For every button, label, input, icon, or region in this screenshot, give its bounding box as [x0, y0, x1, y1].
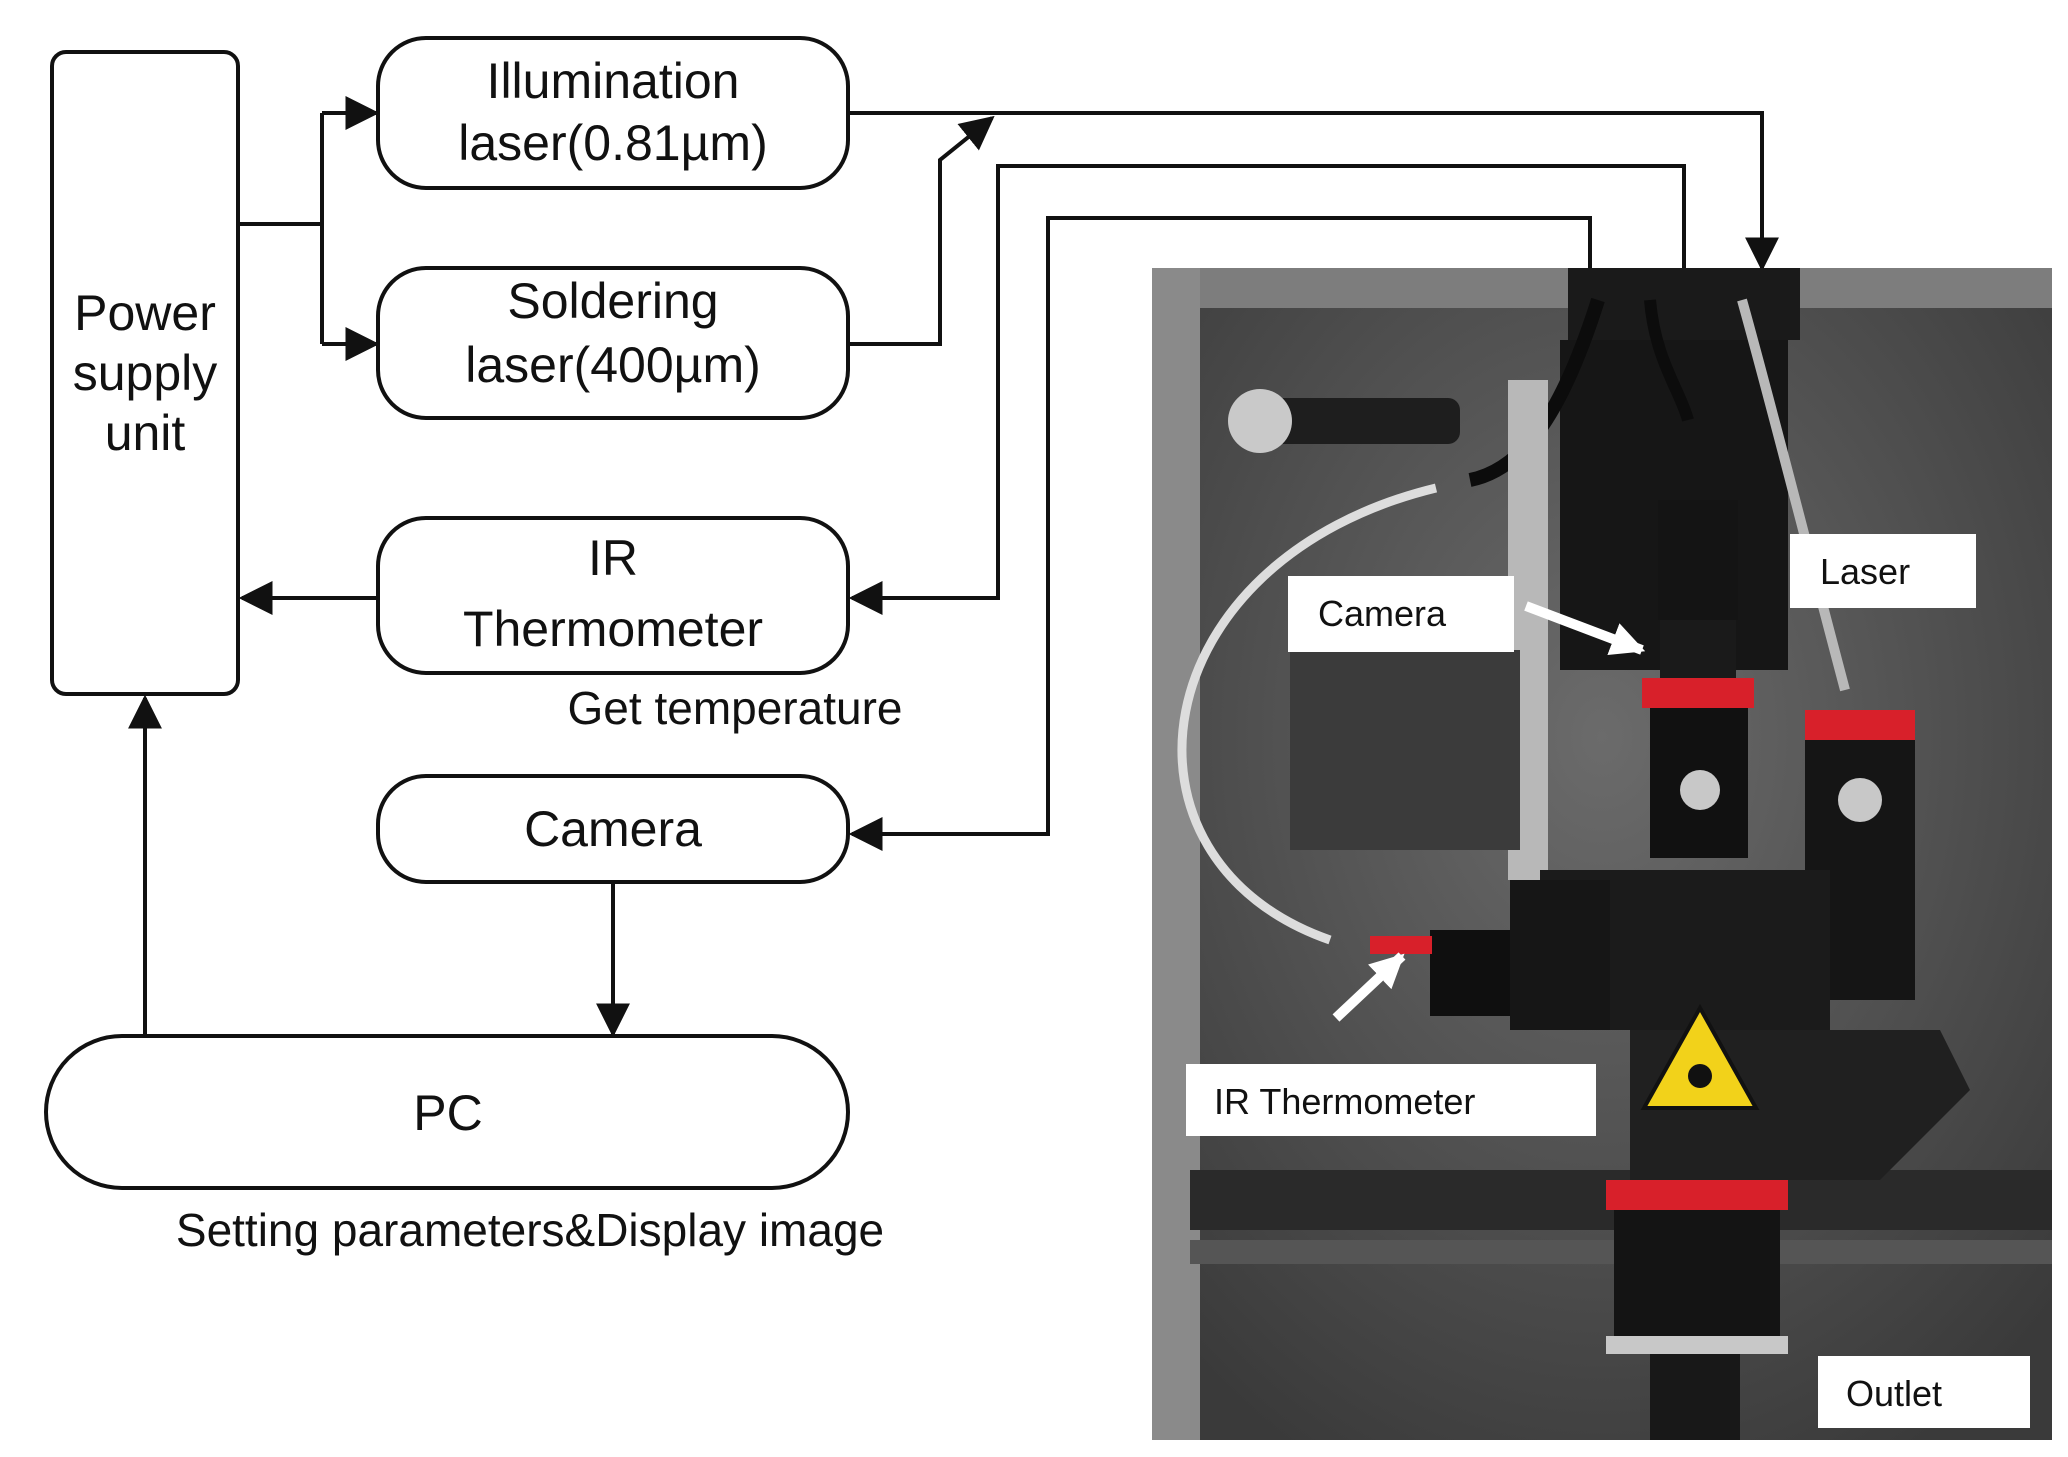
- pc-block-label: PC: [413, 1085, 482, 1141]
- camera-block-label: Camera: [524, 801, 702, 857]
- side-knob: [1228, 389, 1292, 453]
- photo-label-laser: Laser: [1790, 534, 1976, 608]
- outlet-rim: [1606, 1336, 1788, 1354]
- ir-thermometer-pointer-arrow: [1332, 952, 1406, 1022]
- outlet-nozzle: [1614, 1210, 1780, 1336]
- laser-red-cap: [1805, 710, 1915, 740]
- photo-label-camera-text: Camera: [1318, 593, 1447, 634]
- ir-thermometer-red-band: [1370, 936, 1432, 954]
- laser-warning-icon: [1640, 1003, 1760, 1110]
- ir-thermometer-block: IR Thermometer: [376, 516, 850, 675]
- pc-caption: Setting parameters&Display image: [176, 1204, 884, 1256]
- arrow-to-laser-head: [848, 111, 1779, 272]
- pc-block: PC: [44, 1034, 850, 1190]
- side-module: [1290, 650, 1520, 850]
- laser-warning-symbol: [1688, 1064, 1712, 1088]
- ir-thermometer-head: [1430, 930, 1510, 1016]
- soldering-laser-block: Soldering laser(400µm): [376, 266, 850, 420]
- camera-body: [1658, 500, 1738, 620]
- illumination-laser-label-2: laser(0.81µm): [458, 115, 767, 171]
- power-supply-label-2: supply: [73, 345, 218, 401]
- photo-label-laser-text: Laser: [1820, 551, 1910, 592]
- arrow-soldering-merge: [848, 115, 995, 346]
- camera-pointer-arrow: [1524, 601, 1646, 656]
- soldering-laser-label-2: laser(400µm): [465, 337, 761, 393]
- ir-mount: [1510, 880, 1610, 1030]
- soldering-laser-label-1: Soldering: [507, 273, 718, 329]
- outlet-tip: [1650, 1354, 1740, 1440]
- cabinet-left-frame: [1152, 268, 1200, 1440]
- outlet-red-ring: [1606, 1180, 1788, 1210]
- ir-thermometer-label-2: Thermometer: [463, 601, 763, 657]
- photo-label-ir-thermometer-text: IR Thermometer: [1214, 1081, 1475, 1122]
- photo-label-outlet-text: Outlet: [1846, 1373, 1942, 1414]
- photo-label-outlet: Outlet: [1818, 1356, 2030, 1428]
- camera-neck: [1660, 620, 1736, 680]
- ir-thermometer-label-1: IR: [588, 530, 638, 586]
- equipment-photo: Camera Laser IR Thermometer Outlet: [1152, 268, 2052, 1440]
- camera-lens-port: [1680, 770, 1720, 810]
- illumination-laser-block: Illumination laser(0.81µm): [376, 36, 850, 190]
- power-supply-label-1: Power: [74, 285, 216, 341]
- get-temperature-caption: Get temperature: [568, 682, 903, 734]
- top-clamp: [1568, 268, 1800, 340]
- camera-block: Camera: [376, 774, 850, 884]
- camera-red-ring: [1642, 678, 1754, 708]
- connectors: [128, 96, 1779, 1038]
- arrow-to-camera-block: [848, 216, 1592, 851]
- thermometer-cable: [1177, 483, 1438, 945]
- photo-label-camera: Camera: [1288, 576, 1514, 652]
- side-tube: [1240, 398, 1460, 444]
- arrow-to-ir-thermometer: [848, 164, 1686, 615]
- power-supply-label-3: unit: [105, 405, 186, 461]
- power-supply-block: Power supply unit: [50, 50, 240, 696]
- fiber-cable: [1737, 298, 1850, 692]
- illumination-laser-label-1: Illumination: [487, 53, 740, 109]
- camera-cable: [1644, 299, 1694, 422]
- photo-label-ir-thermometer: IR Thermometer: [1186, 1064, 1596, 1136]
- laser-port: [1838, 778, 1882, 822]
